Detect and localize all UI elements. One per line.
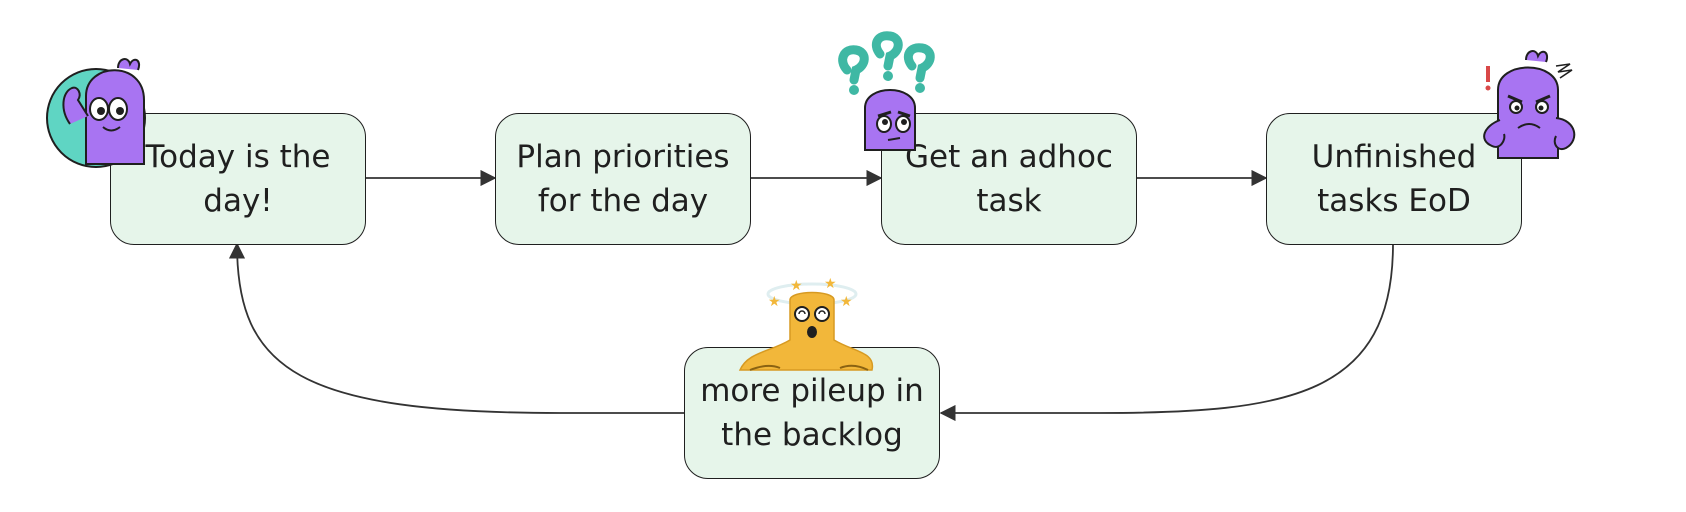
node-today-label: Today is the day! <box>145 139 331 219</box>
node-backlog-pileup: more pileup in the backlog <box>684 347 940 479</box>
edge-backlog-to-today <box>228 242 684 414</box>
node-adhoc-task-label: Get an adhoc task <box>905 139 1113 219</box>
node-plan-priorities: Plan priorities for the day <box>495 113 751 245</box>
node-today: Today is the day! <box>110 113 366 245</box>
edge-unfinished-to-backlog <box>939 243 1394 422</box>
node-unfinished-tasks: Unfinished tasks EoD <box>1266 113 1522 245</box>
node-adhoc-task: Get an adhoc task <box>881 113 1137 245</box>
node-unfinished-tasks-label: Unfinished tasks EoD <box>1311 139 1477 219</box>
edges <box>228 169 1394 422</box>
node-backlog-pileup-label: more pileup in the backlog <box>700 373 924 453</box>
node-plan-priorities-label: Plan priorities for the day <box>516 139 730 219</box>
